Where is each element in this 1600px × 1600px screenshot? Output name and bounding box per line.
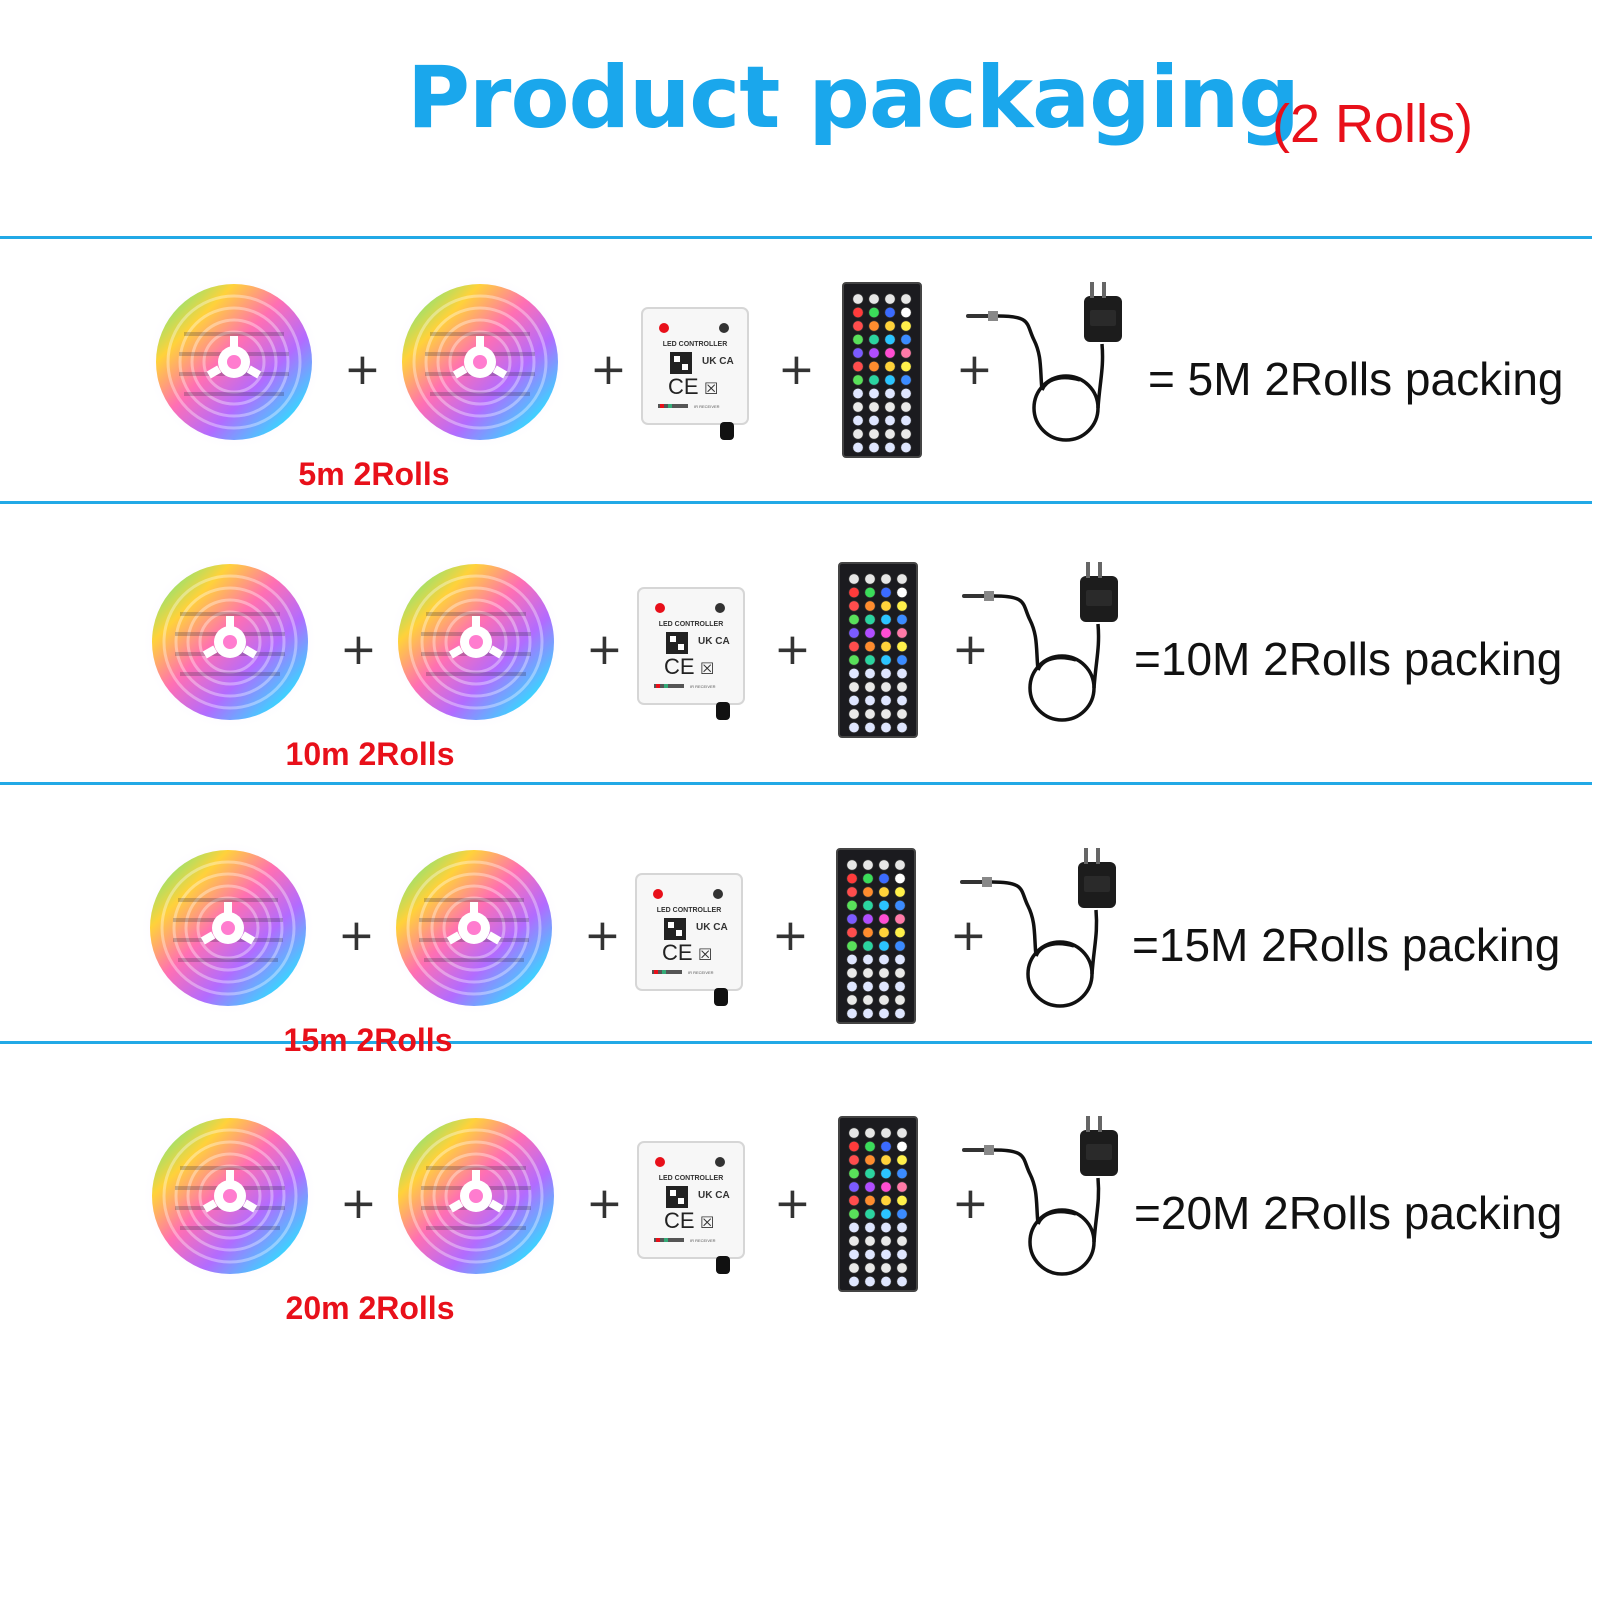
package-result: = 5M 2Rolls packing	[1148, 353, 1564, 405]
led-strip-roll-icon	[386, 552, 566, 737]
controller-label: LED CONTROLLER	[657, 907, 722, 914]
roll-label: 10m 2Rolls	[285, 736, 455, 772]
plus-sign: +	[586, 1178, 623, 1229]
led-strip-roll-icon	[140, 552, 320, 737]
package-result: =10M 2Rolls packing	[1134, 633, 1563, 685]
plus-sign: +	[778, 344, 815, 395]
uk-ca-mark: UK CA	[698, 1190, 730, 1201]
ir-receiver-label: IR RECEIVER	[694, 404, 720, 409]
ir-receiver-label: IR RECEIVER	[688, 970, 714, 975]
plus-sign: +	[344, 344, 381, 395]
led-controller-icon: LED CONTROLLER UK CA CE ☒ IR RECEIVER	[636, 1140, 746, 1285]
roll-label: 15m 2Rolls	[283, 1022, 453, 1058]
led-controller-icon: LED CONTROLLER UK CA CE ☒ IR RECEIVER	[640, 306, 750, 451]
plus-sign: +	[590, 344, 627, 395]
package-result: =15M 2Rolls packing	[1132, 919, 1561, 971]
led-controller-icon: LED CONTROLLER UK CA CE ☒ IR RECEIVER	[636, 586, 746, 731]
power-adapter-icon	[958, 560, 1118, 745]
plus-sign: +	[772, 910, 809, 961]
plus-sign: +	[952, 1178, 989, 1229]
package-row: +	[0, 272, 1600, 490]
package-row: +	[0, 838, 1600, 1056]
remote-control-icon	[838, 562, 918, 743]
plus-sign: +	[340, 1178, 377, 1229]
plus-sign: +	[950, 910, 987, 961]
power-adapter-icon	[956, 846, 1116, 1031]
led-strip-roll-icon	[384, 838, 564, 1023]
package-result: =20M 2Rolls packing	[1134, 1187, 1563, 1239]
led-strip-roll-icon	[144, 272, 324, 457]
power-adapter-icon	[958, 1114, 1118, 1299]
remote-control-icon	[842, 282, 922, 463]
ce-mark: CE	[664, 654, 695, 679]
svg-text:☒: ☒	[700, 1213, 714, 1232]
controller-label: LED CONTROLLER	[663, 341, 728, 348]
plus-sign: +	[340, 624, 377, 675]
package-row: +	[0, 1106, 1600, 1324]
plus-sign: +	[774, 1178, 811, 1229]
svg-text:☒: ☒	[698, 945, 712, 964]
svg-text:☒: ☒	[700, 659, 714, 678]
plus-sign: +	[774, 624, 811, 675]
led-strip-roll-icon	[138, 838, 318, 1023]
led-strip-roll-icon	[140, 1106, 320, 1291]
led-strip-roll-icon	[386, 1106, 566, 1291]
plus-sign: +	[338, 910, 375, 961]
remote-control-icon	[836, 848, 916, 1029]
uk-ca-mark: UK CA	[696, 922, 728, 933]
package-row: +	[0, 552, 1600, 770]
plus-sign: +	[952, 624, 989, 675]
ce-mark: CE	[668, 374, 699, 399]
led-controller-icon: LED CONTROLLER UK CA CE ☒ IR RECEIVER	[634, 872, 744, 1017]
plus-sign: +	[586, 624, 623, 675]
svg-text:☒: ☒	[704, 379, 718, 398]
controller-label: LED CONTROLLER	[659, 621, 724, 628]
ce-mark: CE	[664, 1208, 695, 1233]
roll-label: 5m 2Rolls	[298, 456, 450, 492]
divider	[0, 782, 1592, 785]
controller-label: LED CONTROLLER	[659, 1175, 724, 1182]
led-strip-roll-icon	[390, 272, 570, 457]
roll-label: 20m 2Rolls	[285, 1290, 455, 1326]
remote-control-icon	[838, 1116, 918, 1297]
divider	[0, 236, 1592, 239]
divider	[0, 501, 1592, 504]
ce-mark: CE	[662, 940, 693, 965]
uk-ca-mark: UK CA	[702, 356, 734, 367]
uk-ca-mark: UK CA	[698, 636, 730, 647]
page-title: Product packaging	[407, 48, 1300, 148]
power-adapter-icon	[962, 280, 1122, 465]
ir-receiver-label: IR RECEIVER	[690, 684, 716, 689]
plus-sign: +	[584, 910, 621, 961]
divider	[0, 1041, 1592, 1044]
ir-receiver-label: IR RECEIVER	[690, 1238, 716, 1243]
page-subtitle: (2 Rolls)	[1272, 94, 1474, 154]
plus-sign: +	[956, 344, 993, 395]
